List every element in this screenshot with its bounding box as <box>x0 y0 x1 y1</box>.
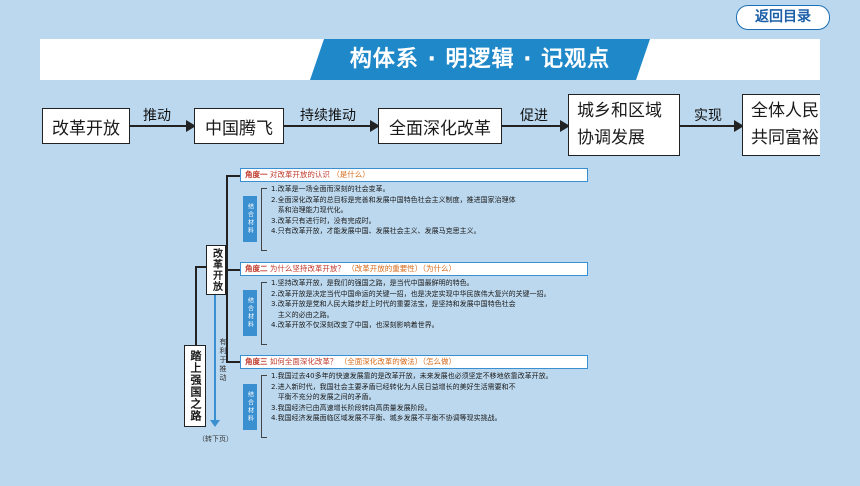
connector-branch-1 <box>226 175 240 177</box>
angle-2-bracket <box>261 282 267 345</box>
list-item: 4.改革开放不仅深刻改变了中国，也深刻影响着世界。 <box>271 321 439 329</box>
flow-box-deepen-reform: 全面深化改革 <box>378 108 502 144</box>
angle-2-header: 角度二 为什么坚持改革开放？ （改革开放的重要性）（为什么） <box>240 262 588 276</box>
flow-box-common-prosperity: 全体人民 共同富裕 <box>742 94 820 156</box>
connector-branch-2 <box>226 269 240 271</box>
angle-prefix: 角度二 <box>245 264 268 273</box>
flow-arrow-label-4: 实现 <box>694 108 722 124</box>
angle-2-items: 1.坚持改革开放，是我们的强国之路，是当代中国最鲜明的特色。 2.改革开放是决定… <box>271 278 596 331</box>
blue-down-arrowhead <box>210 420 220 427</box>
list-item: 1.改革是一场全面而深刻的社会变革。 <box>271 185 390 193</box>
flow-box-china-rise: 中国腾飞 <box>194 108 284 144</box>
angle-3-header: 角度三 如何全面深化改革？ （全面深化改革的做法）（怎么做） <box>240 355 588 369</box>
connector-left-top <box>195 266 206 268</box>
banner-title: 构体系 · 明逻辑 · 记观点 <box>349 47 611 72</box>
flow-arrow-label-3: 促进 <box>520 108 548 124</box>
blue-down-line <box>214 295 216 421</box>
list-item: 3.改革只有进行时，没有完成时。 <box>271 216 376 225</box>
list-item: 1.坚持改革开放，是我们的强国之路，是当代中国最鲜明的特色。 <box>271 279 474 287</box>
angle-title: 为什么坚持改革开放？ <box>269 264 345 273</box>
angle-hint: （改革开放的重要性）（为什么） <box>347 264 457 273</box>
connector-left-down <box>195 266 197 345</box>
angle-hint: （是什么） <box>332 170 370 179</box>
angle-1-bracket <box>261 188 267 251</box>
angle-1-items: 1.改革是一场全面而深刻的社会变革。 2.全面深化改革的总目标是完善和发展中国特… <box>271 184 596 237</box>
list-item: 3.我国经济已由高速增长阶段转向高质量发展阶段。 <box>271 403 432 412</box>
angle-3-bracket <box>261 375 267 438</box>
flow-box-reform: 改革开放 <box>42 108 130 144</box>
list-item: 3.改革开放是党和人民大踏步赶上时代的重要法宝，是坚持和发展中国特色社会 主义的… <box>271 300 516 319</box>
reform-vertical-box: 改革开放 <box>206 245 226 295</box>
angle-3-tag: 结合材料 <box>243 384 257 430</box>
side-note-text: 有利于推动 <box>219 338 227 383</box>
angle-prefix: 角度三 <box>245 357 268 366</box>
flow-box-line: 共同富裕 <box>751 128 819 148</box>
angle-1-tag: 结合材料 <box>243 196 257 242</box>
connector-branch-3 <box>226 361 240 363</box>
angle-title: 对改革开放的认识 <box>269 170 330 179</box>
list-item: 1.我国过去40多年的快速发展靠的是改革开放，未来发展也必须坚定不移地依靠改革开… <box>271 372 553 380</box>
list-item: 2.改革开放是决定当代中国命运的关键一招，也是决定实现中华民族伟大复兴的关键一招… <box>271 289 551 298</box>
list-item: 2.全面深化改革的总目标是完善和发展中国特色社会主义制度，推进国家治理体 系和治… <box>271 195 516 215</box>
angle-2-tag: 结合材料 <box>243 290 257 336</box>
list-item: 4.只有改革开放，才能发展中国、发展社会主义、发展马克思主义。 <box>271 227 481 235</box>
flow-box-line: 城乡和区域 <box>577 101 662 121</box>
road-to-power-box: 踏上强国之路 <box>184 345 206 427</box>
list-item: 2.进入新时代，我国社会主要矛盾已经转化为人民日益增长的美好生活需要和不 平衡不… <box>271 382 516 402</box>
flow-arrow-4 <box>680 120 744 132</box>
flow-arrow-label-1: 推动 <box>143 108 171 124</box>
angle-3-items: 1.我国过去40多年的快速发展靠的是改革开放，未来发展也必须坚定不移地依靠改革开… <box>271 371 596 424</box>
banner-shape <box>310 39 650 80</box>
flow-box-coordinated-development: 城乡和区域 协调发展 <box>568 94 680 156</box>
angle-hint: （全面深化改革的做法）（怎么做） <box>339 357 457 366</box>
flow-arrow-1 <box>130 120 196 132</box>
list-item: 4.我国经济发展面临区域发展不平衡、城乡发展不平衡不协调等现实挑战。 <box>271 414 502 422</box>
angle-title: 如何全面深化改革？ <box>269 357 338 366</box>
angle-prefix: 角度一 <box>245 170 268 179</box>
flow-arrow-label-2: 持续推动 <box>300 108 356 124</box>
flow-arrow-3 <box>502 120 570 132</box>
angle-1-header: 角度一 对改革开放的认识 （是什么） <box>240 168 588 182</box>
back-to-contents-button[interactable]: 返回目录 <box>736 5 830 30</box>
continued-note: （转下页） <box>198 435 233 443</box>
flow-box-line: 全体人民 <box>751 101 819 121</box>
flow-arrow-2 <box>284 120 380 132</box>
flow-box-line: 协调发展 <box>577 128 645 148</box>
connector-trunk <box>226 175 228 361</box>
title-banner: 构体系 · 明逻辑 · 记观点 <box>40 39 820 80</box>
